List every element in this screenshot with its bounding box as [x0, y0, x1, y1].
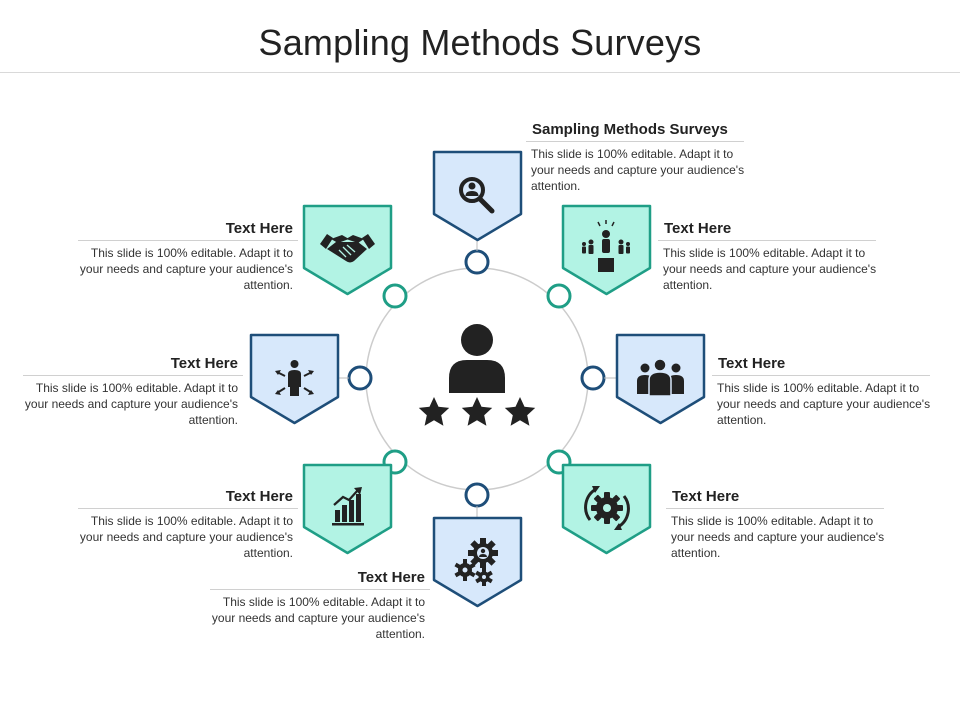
dot-right — [580, 365, 606, 391]
handshake-icon — [320, 234, 375, 263]
gear-cycle-icon — [584, 486, 630, 530]
item-right-heading: Text Here — [718, 355, 786, 372]
item-upper-right-rule — [658, 240, 876, 241]
dot-upper-right — [546, 283, 572, 309]
badge-right — [615, 333, 706, 425]
item-lower-left-heading: Text Here — [225, 488, 293, 505]
connector-stubs — [338, 240, 616, 517]
item-left-rule — [23, 375, 243, 376]
group-people-icon — [637, 358, 684, 397]
dot-upper-left — [382, 283, 408, 309]
badge-lower-right — [561, 463, 652, 555]
growth-chart-icon — [332, 487, 364, 526]
item-lower-left-rule — [78, 508, 298, 509]
badge-lower-left — [302, 463, 393, 555]
item-upper-left-text: This slide is 100% editable. Adapt it to… — [79, 246, 293, 292]
item-lower-right-text: This slide is 100% editable. Adapt it to… — [671, 514, 885, 560]
dot-left — [347, 365, 373, 391]
item-right-rule — [712, 375, 930, 376]
item-upper-right-heading: Text Here — [664, 220, 732, 237]
item-right-text: This slide is 100% editable. Adapt it to… — [717, 381, 931, 427]
person-arrows-icon — [275, 360, 314, 396]
leader-team-icon — [582, 220, 630, 272]
item-bottom-heading: Text Here — [357, 569, 425, 586]
item-left-text: This slide is 100% editable. Adapt it to… — [24, 381, 238, 427]
magnifier-person-icon — [459, 177, 495, 214]
item-top-rule — [526, 141, 744, 142]
page-title: Sampling Methods Surveys — [258, 22, 702, 63]
item-top-heading: Sampling Methods Surveys — [532, 121, 728, 138]
dot-top — [464, 249, 490, 275]
item-upper-right-text: This slide is 100% editable. Adapt it to… — [663, 246, 877, 292]
badge-upper-left — [302, 204, 393, 296]
badge-bottom — [432, 516, 523, 608]
title-divider — [0, 72, 960, 73]
item-upper-left-rule — [78, 240, 298, 241]
item-upper-left-heading: Text Here — [225, 220, 293, 237]
item-lower-right-heading: Text Here — [672, 488, 740, 505]
item-bottom-rule — [210, 589, 430, 590]
user-with-three-stars-icon — [418, 324, 536, 426]
badge-upper-right — [561, 204, 652, 296]
badge-left — [249, 333, 340, 425]
item-lower-right-rule — [666, 508, 884, 509]
item-lower-left-text: This slide is 100% editable. Adapt it to… — [79, 514, 293, 560]
item-left-heading: Text Here — [170, 355, 238, 372]
dot-bottom — [464, 482, 490, 508]
item-top-text: This slide is 100% editable. Adapt it to… — [531, 147, 745, 193]
item-bottom-text: This slide is 100% editable. Adapt it to… — [211, 595, 425, 641]
badge-top — [432, 150, 523, 242]
